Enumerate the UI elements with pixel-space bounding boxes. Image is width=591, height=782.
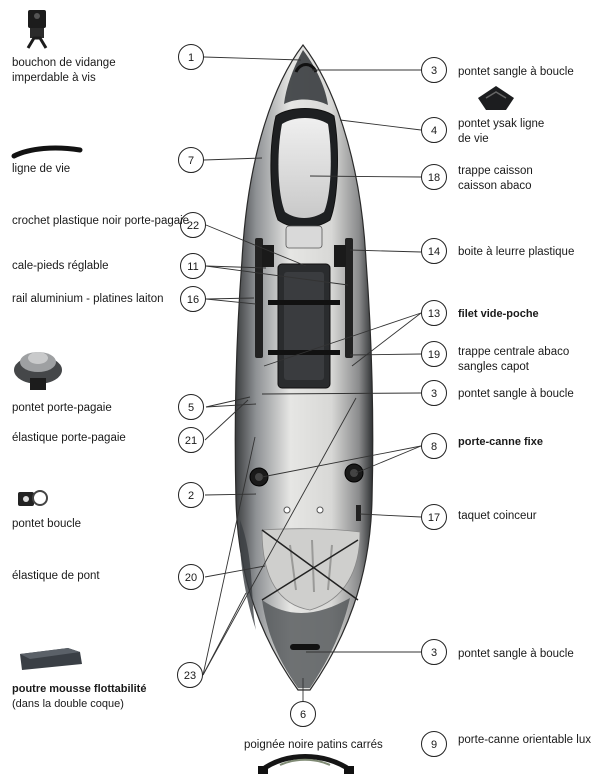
callout-4: 4 xyxy=(421,117,447,143)
drain-plug-thumbnail xyxy=(26,10,48,49)
carry-handle-thumbnail xyxy=(258,754,354,774)
label-bouchon-line1: bouchon de vidange xyxy=(12,57,116,69)
label-porte-canne-orientable: porte-canne orientable luxe xyxy=(458,734,591,746)
label-pontet-ysak-line2: de vie xyxy=(458,133,489,145)
camo-patch-bow xyxy=(284,50,328,105)
label-pontet-sangle-3: pontet sangle à boucle xyxy=(458,648,574,660)
label-poutre-line1: poutre mousse flottabilité xyxy=(12,683,147,695)
loop-pad-eye-thumbnail xyxy=(18,490,48,506)
label-cale-pieds: cale-pieds réglable xyxy=(12,260,109,272)
label-pontet-boucle: pontet boucle xyxy=(12,518,82,530)
callout-18: 18 xyxy=(421,164,447,190)
label-pontet-ysak-line1: pontet ysak ligne xyxy=(458,118,545,130)
callout-3-bottom: 3 xyxy=(421,639,447,665)
label-bouchon: bouchon de vidange imperdable à vis xyxy=(12,56,116,86)
label-trappe-centrale-line1: trappe centrale abaco xyxy=(458,346,570,358)
label-trappe-caisson-line2: caisson abaco xyxy=(458,180,532,192)
label-bouchon-line2: imperdable à vis xyxy=(12,72,96,84)
label-filet: filet vide-poche xyxy=(458,308,539,320)
label-elastique-porte-pagaie: élastique porte-pagaie xyxy=(12,432,126,444)
callout-14: 14 xyxy=(421,238,447,264)
label-elastique-pont: élastique de pont xyxy=(12,570,100,582)
label-ligne-de-vie: ligne de vie xyxy=(12,163,71,175)
callout-11: 11 xyxy=(180,253,206,279)
callout-8: 8 xyxy=(421,433,447,459)
label-pontet-sangle-1: pontet sangle à boucle xyxy=(458,66,574,78)
label-poignee: poignée noire patins carrés xyxy=(244,739,383,751)
bow-hatch-cover xyxy=(278,118,331,218)
callout-7: 7 xyxy=(178,147,204,173)
callout-22: 22 xyxy=(180,212,206,238)
label-taquet: taquet coinceur xyxy=(458,510,537,522)
callout-21: 21 xyxy=(178,427,204,453)
ysak-pad-eye-thumbnail xyxy=(478,86,514,110)
label-crochet: crochet plastique noir porte-pagaie xyxy=(12,215,190,227)
label-poutre: poutre mousse flottabilité (dans la doub… xyxy=(12,682,146,712)
callout-17: 17 xyxy=(421,504,447,530)
callout-6: 6 xyxy=(290,701,316,727)
callout-3-mid: 3 xyxy=(421,380,447,406)
label-pontet-ysak: pontet ysak ligne de vie xyxy=(458,117,544,147)
camo-patch-stern xyxy=(262,598,350,688)
label-boite-leurre: boite à leurre plastique xyxy=(458,246,575,258)
label-pontet-sangle-2: pontet sangle à boucle xyxy=(458,388,574,400)
camo-patch-side xyxy=(239,520,256,630)
callout-2: 2 xyxy=(178,482,204,508)
lifeline-rope-thumbnail xyxy=(11,145,83,159)
label-porte-canne-fixe: porte-canne fixe xyxy=(458,436,543,448)
label-poutre-line2: (dans la double coque) xyxy=(12,698,124,710)
callout-1: 1 xyxy=(178,44,204,70)
label-pontet-porte-pagaie: pontet porte-pagaie xyxy=(12,402,112,414)
callout-23: 23 xyxy=(177,662,203,688)
paddle-keeper-thumbnail xyxy=(14,352,62,390)
label-rail: rail aluminium - platines laiton xyxy=(12,293,164,305)
callout-19: 19 xyxy=(421,341,447,367)
callout-16: 16 xyxy=(180,286,206,312)
callout-13: 13 xyxy=(421,300,447,326)
label-trappe-caisson-line1: trappe caisson xyxy=(458,165,533,177)
lure-box xyxy=(285,225,323,249)
callout-3-top: 3 xyxy=(421,57,447,83)
label-trappe-centrale: trappe centrale abaco sangles capot xyxy=(458,345,569,375)
callout-5: 5 xyxy=(178,394,204,420)
callout-9: 9 xyxy=(421,731,447,757)
label-trappe-centrale-line2: sangles capot xyxy=(458,361,529,373)
label-trappe-caisson: trappe caisson caisson abaco xyxy=(458,164,533,194)
callout-20: 20 xyxy=(178,564,204,590)
